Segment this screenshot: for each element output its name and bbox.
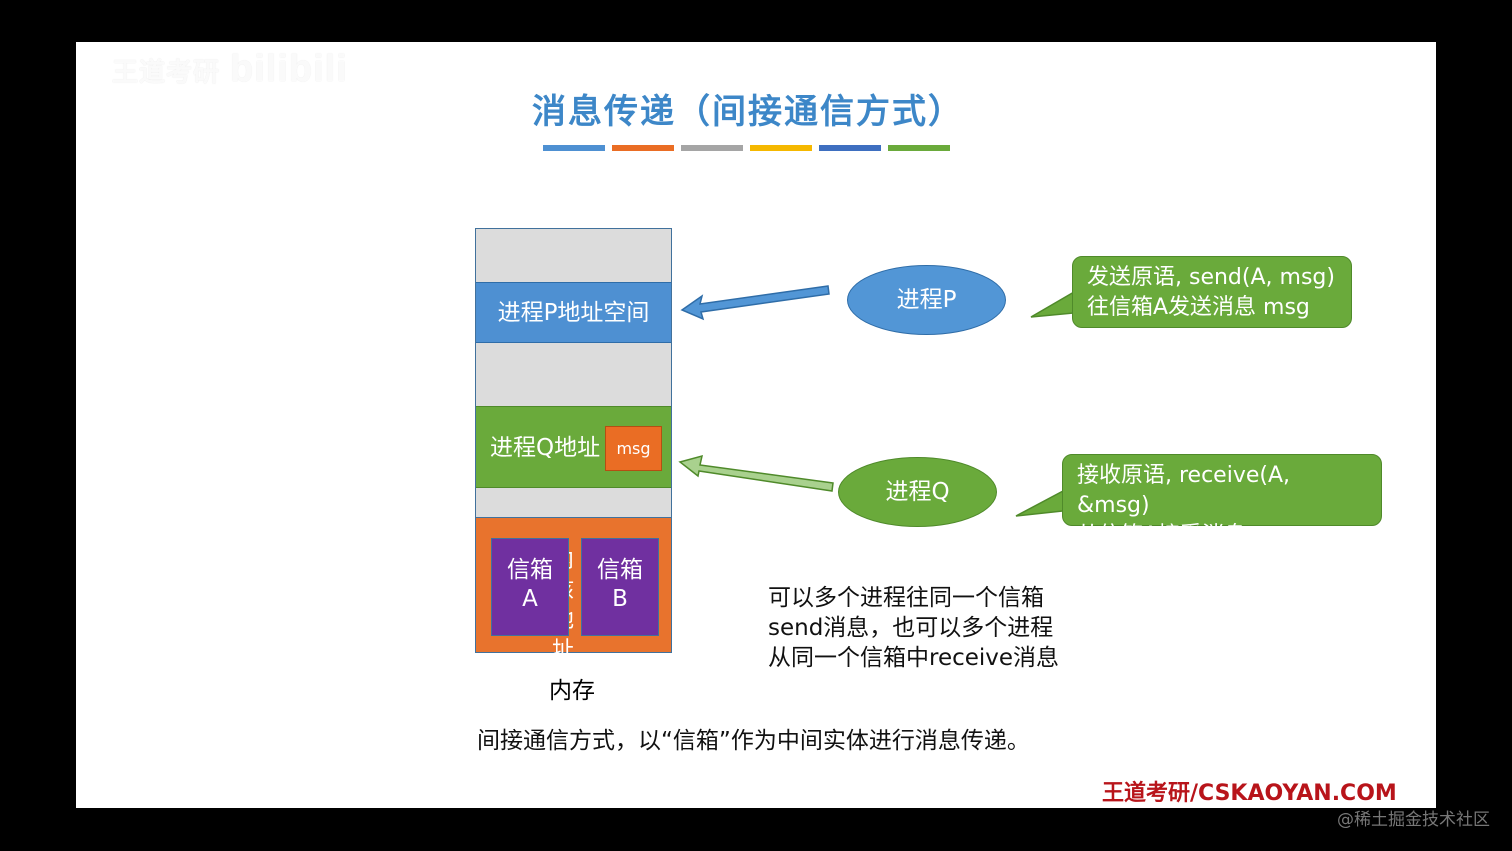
process-p-label: 进程P [896, 287, 957, 313]
watermark-logo-text: 王道考研 [112, 58, 221, 88]
process-q-node: 进程Q [838, 457, 997, 527]
color-bar-5 [819, 145, 881, 151]
process-q-label: 进程Q [885, 479, 950, 505]
title-color-bars [543, 145, 951, 152]
msg-buffer: msg [605, 426, 662, 471]
mailbox-a-id: A [522, 586, 538, 612]
callout-p-tail [1030, 290, 1075, 318]
arrow-q-to-memory [678, 454, 834, 492]
process-p-address-space: 进程P地址空间 [476, 282, 671, 343]
mailbox-b: 信箱 B [581, 538, 659, 636]
process-p-node: 进程P [847, 265, 1006, 335]
send-primitive-callout: 发送原语, send(A, msg) 往信箱A发送消息 msg [1072, 256, 1352, 328]
process-q-address-label: 进程Q地址 [490, 435, 601, 461]
mailbox-b-label: 信箱 [597, 557, 643, 583]
receive-primitive-line1: 接收原语, receive(A, &msg) [1077, 463, 1291, 518]
receive-primitive-line2: 从信箱A接受消息 [1077, 523, 1247, 548]
slide-title: 消息传递（间接通信方式） [532, 92, 964, 132]
note-line-3: 从同一个信箱中receive消息 [768, 645, 1060, 671]
memory-block: 进程P地址空间 进程Q地址 msg 内核地址 信箱 A 信箱 B [475, 228, 672, 663]
arrow-p-to-memory [680, 285, 830, 321]
kernel-address-space: 内核地址 信箱 A 信箱 B [476, 517, 671, 663]
mailbox-b-id: B [612, 586, 628, 612]
note-line-2: send消息，也可以多个进程 [768, 615, 1054, 641]
color-bar-2 [612, 145, 674, 151]
mailbox-a: 信箱 A [491, 538, 569, 636]
note-line-1: 可以多个进程往同一个信箱 [768, 585, 1044, 611]
bilibili-watermark-logo: 王道考研 bilibili [112, 48, 348, 91]
slide-canvas [76, 42, 1436, 808]
color-bar-4 [750, 145, 812, 151]
community-watermark: @稀土掘金技术社区 [1337, 810, 1490, 830]
memory-label: 内存 [549, 678, 595, 704]
color-bar-1 [543, 145, 605, 151]
indirect-communication-summary: 间接通信方式，以“信箱”作为中间实体进行消息传递。 [477, 728, 1030, 754]
send-primitive-line2: 往信箱A发送消息 msg [1087, 295, 1310, 320]
color-bar-3 [681, 145, 743, 151]
send-primitive-line1: 发送原语, send(A, msg) [1087, 265, 1335, 290]
mailbox-sharing-note: 可以多个进程往同一个信箱 send消息，也可以多个进程 从同一个信箱中recei… [768, 583, 1098, 673]
brand-footer: 王道考研/CSKAOYAN.COM [1102, 781, 1397, 806]
callout-q-tail [1015, 489, 1064, 517]
color-bar-6 [888, 145, 950, 151]
receive-primitive-callout: 接收原语, receive(A, &msg) 从信箱A接受消息 [1062, 454, 1382, 548]
bilibili-logo-text: bilibili [230, 48, 348, 90]
mailbox-a-label: 信箱 [507, 557, 553, 583]
